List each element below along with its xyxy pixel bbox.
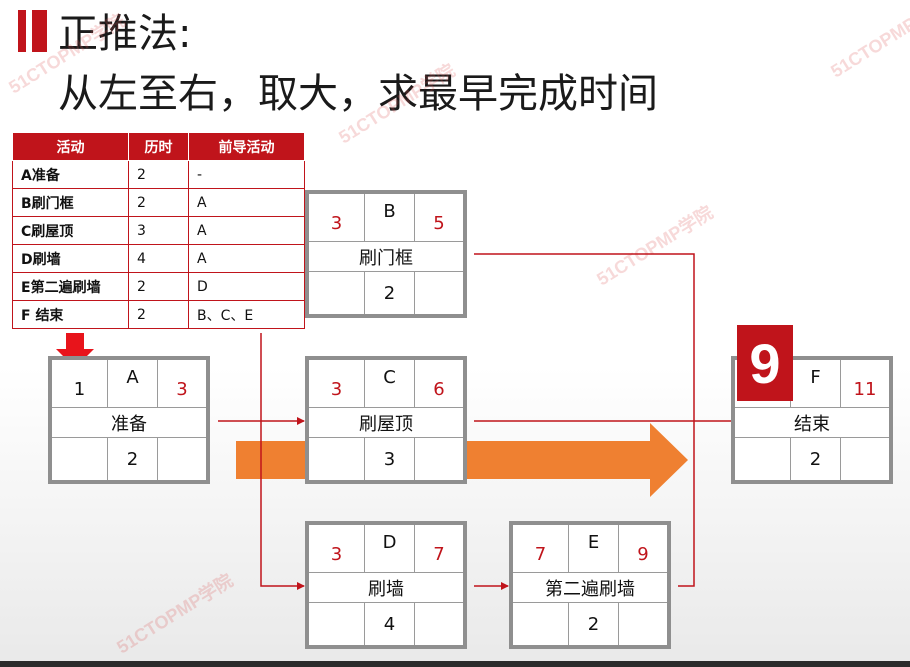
node-slot-right (158, 438, 206, 480)
page-subtitle: 从左至右，取大，求最早完成时间 (58, 71, 658, 117)
node-early-start: 1 (52, 360, 108, 408)
table-cell-predecessor: A (188, 188, 305, 217)
table-row: F 结束 2 B、C、E (12, 300, 305, 329)
bottom-rule (0, 661, 910, 667)
node-duration: 3 (365, 438, 415, 480)
node-slot-right (415, 438, 463, 480)
node-early-start: 3 (309, 194, 365, 242)
link-b-f (474, 253, 695, 421)
node-id: C (365, 360, 415, 408)
table-cell-predecessor: - (188, 160, 305, 189)
node-slot-left (309, 438, 365, 480)
activity-node-e: 7 E 9 第二遍刷墙 2 (509, 521, 671, 649)
early-start-badge: 9 (737, 325, 793, 401)
node-duration: 4 (365, 603, 415, 645)
node-early-finish: 9 (619, 525, 667, 573)
node-slot-left (513, 603, 569, 645)
node-early-finish: 3 (158, 360, 206, 408)
node-name: 刷墙 (309, 573, 463, 603)
table-row: C刷屋顶 3 A (12, 216, 305, 245)
node-id: F (791, 360, 841, 408)
table-cell-duration: 3 (128, 216, 189, 245)
table-cell-activity: F 结束 (12, 300, 129, 329)
title-accent-bar-2 (32, 10, 47, 52)
node-id: D (365, 525, 415, 573)
node-duration: 2 (791, 438, 841, 480)
node-slot-right (415, 603, 463, 645)
table-cell-activity: C刷屋顶 (12, 216, 129, 245)
node-name: 准备 (52, 408, 206, 438)
column-header-predecessor: 前导活动 (188, 132, 305, 161)
link-e-f (678, 421, 695, 587)
node-slot-left (309, 272, 365, 314)
node-slot-left (52, 438, 108, 480)
node-early-start: 7 (513, 525, 569, 573)
table-cell-duration: 4 (128, 244, 189, 273)
node-slot-right (841, 438, 889, 480)
activity-node-c: 3 C 6 刷屋顶 3 (305, 356, 467, 484)
node-early-finish: 6 (415, 360, 463, 408)
node-id: A (108, 360, 158, 408)
node-duration: 2 (108, 438, 158, 480)
node-early-start: 3 (309, 360, 365, 408)
column-header-duration: 历时 (128, 132, 189, 161)
node-slot-right (415, 272, 463, 314)
column-header-activity: 活动 (12, 132, 129, 161)
table-cell-predecessor: A (188, 216, 305, 245)
node-slot-left (309, 603, 365, 645)
page-title: 正推法: (58, 11, 192, 57)
table-cell-activity: E第二遍刷墙 (12, 272, 129, 301)
table-cell-activity: B刷门框 (12, 188, 129, 217)
node-slot-right (619, 603, 667, 645)
title-accent-bar-1 (18, 10, 26, 52)
activity-table: 活动 历时 前导活动 A准备 2 - B刷门框 2 A C刷屋顶 3 A D刷墙… (12, 132, 305, 329)
table-cell-duration: 2 (128, 188, 189, 217)
node-early-finish: 7 (415, 525, 463, 573)
node-duration: 2 (365, 272, 415, 314)
node-id: E (569, 525, 619, 573)
table-row: D刷墙 4 A (12, 244, 305, 273)
node-name: 刷门框 (309, 242, 463, 272)
activity-node-b: 3 B 5 刷门框 2 (305, 190, 467, 318)
table-cell-predecessor: A (188, 244, 305, 273)
table-cell-activity: D刷墙 (12, 244, 129, 273)
node-early-start: 3 (309, 525, 365, 573)
node-name: 结束 (735, 408, 889, 438)
node-id: B (365, 194, 415, 242)
start-pointer (56, 333, 94, 368)
node-name: 第二遍刷墙 (513, 573, 667, 603)
link-a-d (260, 333, 305, 590)
table-header-row: 活动 历时 前导活动 (12, 132, 305, 161)
table-cell-duration: 2 (128, 272, 189, 301)
table-cell-duration: 2 (128, 300, 189, 329)
table-cell-predecessor: B、C、E (188, 300, 305, 329)
table-row: E第二遍刷墙 2 D (12, 272, 305, 301)
node-early-finish: 11 (841, 360, 889, 408)
table-cell-predecessor: D (188, 272, 305, 301)
table-cell-activity: A准备 (12, 160, 129, 189)
table-row: B刷门框 2 A (12, 188, 305, 217)
node-name: 刷屋顶 (309, 408, 463, 438)
activity-node-d: 3 D 7 刷墙 4 (305, 521, 467, 649)
table-cell-duration: 2 (128, 160, 189, 189)
table-row: A准备 2 - (12, 160, 305, 189)
node-duration: 2 (569, 603, 619, 645)
node-early-finish: 5 (415, 194, 463, 242)
node-slot-left (735, 438, 791, 480)
activity-node-a: 1 A 3 准备 2 (48, 356, 210, 484)
